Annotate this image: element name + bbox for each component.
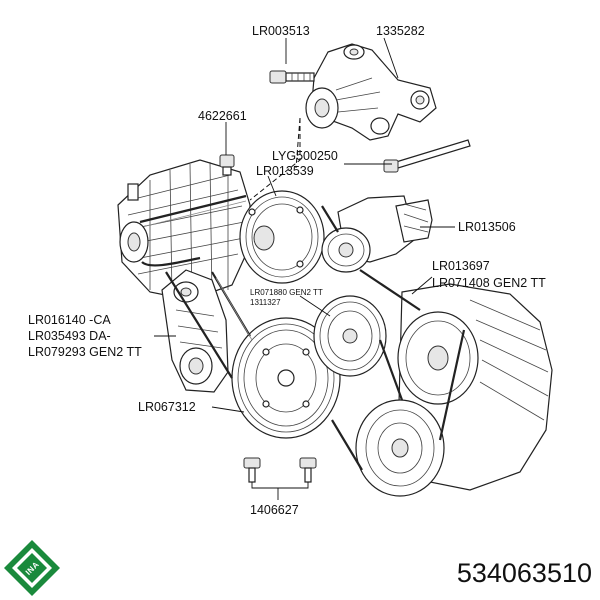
crank-pulley-lr067312 xyxy=(231,317,341,439)
label-lr013539: LR013539 xyxy=(256,164,314,178)
label-lr035493: LR035493 DA- xyxy=(28,329,111,343)
idler-lr013506 xyxy=(321,195,433,273)
label-lr071880: LR071880 GEN2 TT xyxy=(250,288,323,297)
pulley-lr013539 xyxy=(239,190,325,284)
label-lr071408: LR071408 GEN2 TT xyxy=(432,276,546,290)
part-labels: LR003513 1335282 4622661 LYG500250 LR013… xyxy=(28,24,546,517)
ac-compressor-lr013697 xyxy=(355,283,553,497)
label-lr016140: LR016140 -CA xyxy=(28,313,111,327)
label-lyg500250: LYG500250 xyxy=(272,149,338,163)
label-1406627: 1406627 xyxy=(250,503,299,517)
label-lr003513: LR003513 xyxy=(252,24,310,38)
label-4622661: 4622661 xyxy=(198,109,247,123)
label-1311327: 1311327 xyxy=(250,298,281,307)
label-1335282: 1335282 xyxy=(376,24,425,38)
idler-pulley-lr071880 xyxy=(313,295,387,377)
bolts-1406627 xyxy=(243,457,317,483)
label-lr067312: LR067312 xyxy=(138,400,196,414)
tensioner-arm-lr016140 xyxy=(161,269,229,393)
label-lr013697: LR013697 xyxy=(432,259,490,273)
bolt-lr003513 xyxy=(269,70,315,84)
bolt-lyg500250 xyxy=(383,139,471,173)
leader-lines xyxy=(154,37,455,500)
drive-belts xyxy=(139,194,466,471)
bolt-4622661 xyxy=(219,154,235,176)
tensioner-bracket xyxy=(305,43,437,141)
label-lr079293: LR079293 GEN2 TT xyxy=(28,345,142,359)
label-lr013506: LR013506 xyxy=(458,220,516,234)
part-number: 534063510 xyxy=(457,558,592,588)
ina-logo: INA xyxy=(4,540,60,596)
